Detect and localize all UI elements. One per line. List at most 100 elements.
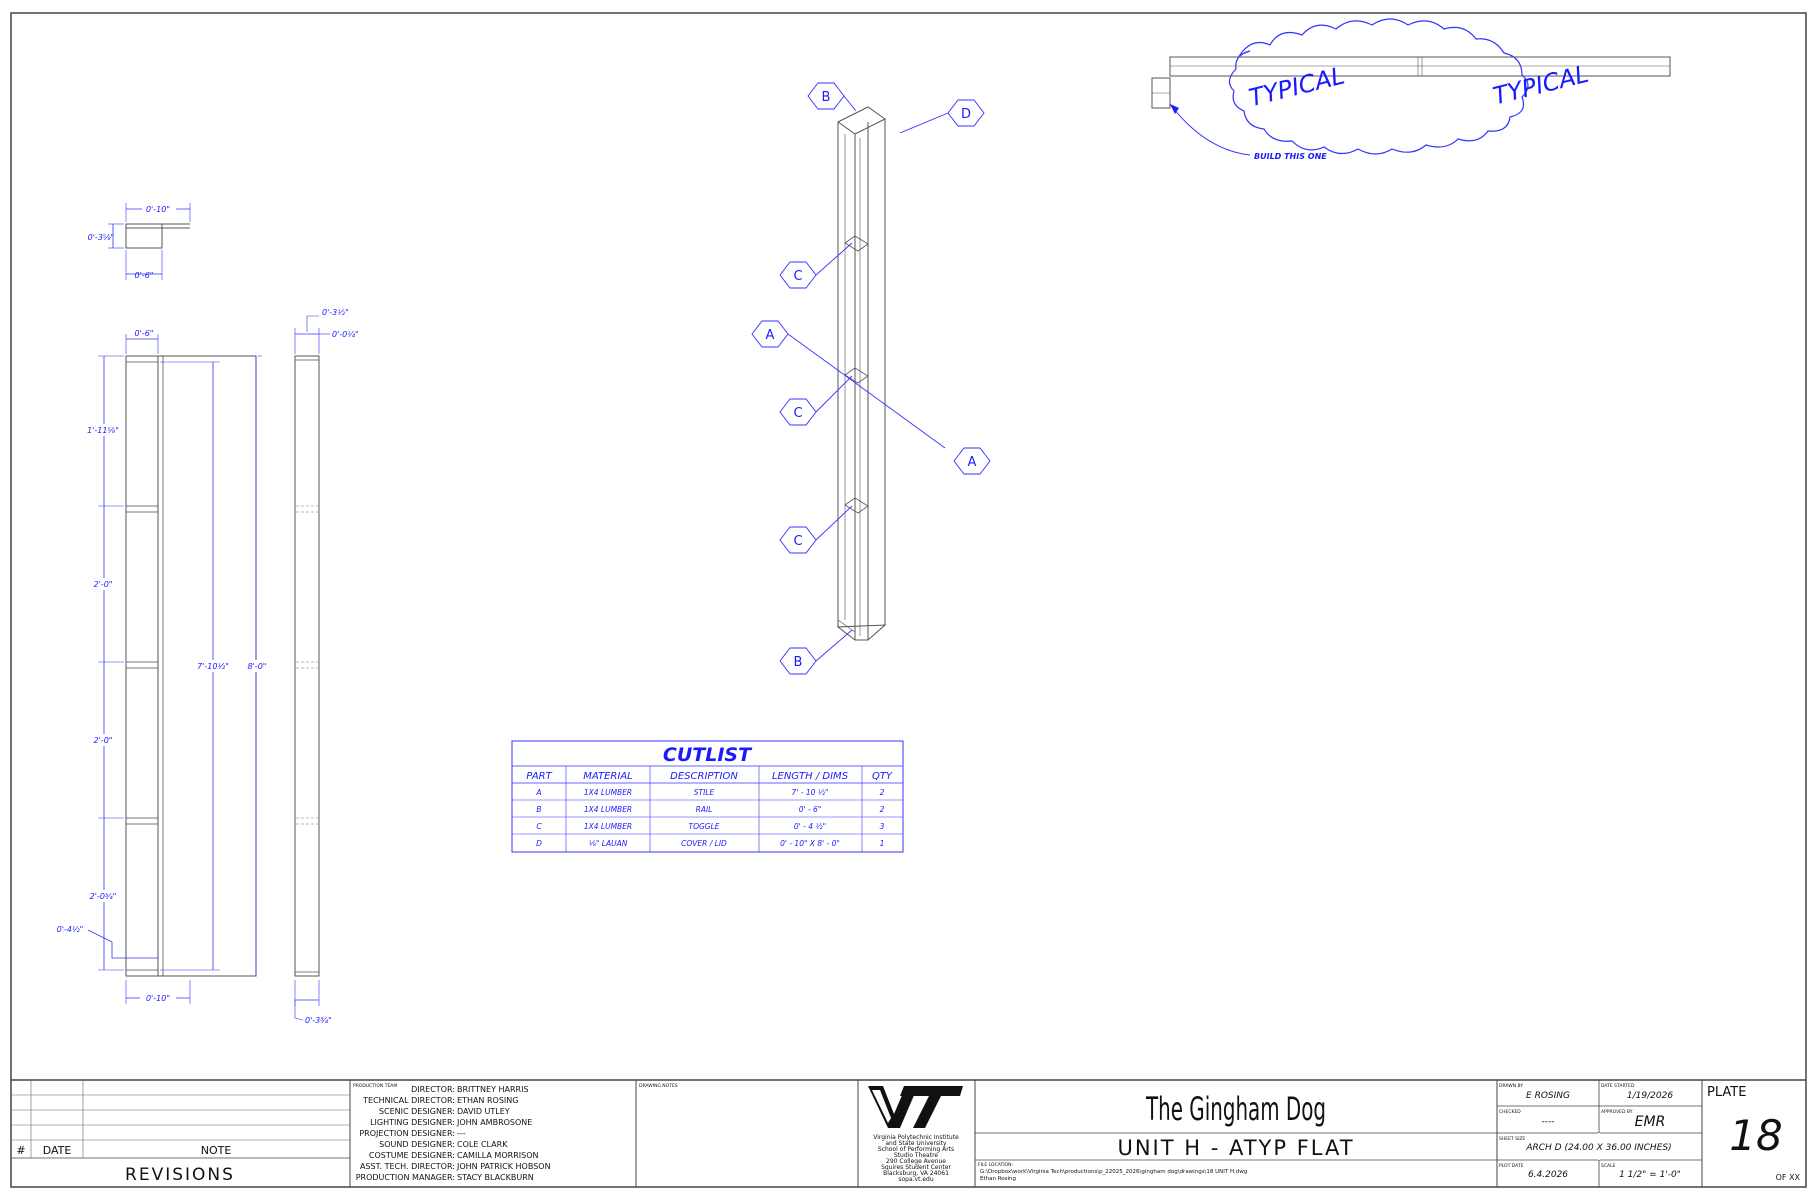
iso-callout-c2: C bbox=[793, 406, 802, 421]
school-line: sopa.vt.edu bbox=[898, 1176, 934, 1183]
cutlist-cell: 1X4 LUMBER bbox=[584, 805, 632, 814]
plate-label: PLATE bbox=[1707, 1085, 1746, 1100]
iso-callout-b-bottom: B bbox=[794, 655, 803, 670]
school-block: Virginia Polytechnic Institute and State… bbox=[868, 1080, 976, 1187]
school-line: Blacksburg, VA 24061 bbox=[883, 1170, 949, 1177]
front-elevation: 0'-6" 1'-11⁵⁄₈" 2'-0" 2'-0" 2'-0³⁄₄" 0'-… bbox=[57, 329, 274, 1004]
show-title-block: The Gingham Dog UNIT H - ATYP FLAT FILE … bbox=[975, 1080, 1498, 1187]
dim-front-bottom-rail: 0'-4¹⁄₂" bbox=[57, 925, 84, 934]
cutlist-cell: 1X4 LUMBER bbox=[584, 788, 632, 797]
cutlist-cell: 0' - 6" bbox=[799, 805, 822, 814]
cutlist-header-description: DESCRIPTION bbox=[670, 771, 738, 782]
team-name: COLE CLARK bbox=[457, 1140, 508, 1149]
plot-date-label: PLOT DATE bbox=[1499, 1163, 1524, 1169]
iso-callout-c3: C bbox=[793, 534, 802, 549]
plate-of-label: OF XX bbox=[1776, 1173, 1801, 1182]
dim-front-top: 0'-6" bbox=[135, 329, 154, 338]
checked-value: ---- bbox=[1542, 1117, 1555, 1127]
typical-label-1: TYPICAL bbox=[1246, 61, 1347, 112]
production-team-block: PRODUCTION TEAM DIRECTOR: BRITTNEY HARRI… bbox=[353, 1080, 637, 1187]
revisions-header-note: NOTE bbox=[201, 1144, 232, 1157]
plate-number: 18 bbox=[1729, 1111, 1782, 1160]
cutlist-cell: 0' - 4 ¹⁄₂" bbox=[794, 822, 826, 831]
team-role: DIRECTOR: bbox=[411, 1085, 455, 1094]
iso-callout-d: D bbox=[961, 107, 971, 122]
sheet-border bbox=[10, 12, 1807, 1188]
plan-detail: TYPICAL TYPICAL BUILD THIS ONE bbox=[1151, 18, 1671, 161]
team-role: COSTUME DESIGNER: bbox=[369, 1151, 455, 1160]
cutlist-header-part: PART bbox=[526, 771, 552, 782]
team-role: TECHNICAL DIRECTOR: bbox=[362, 1096, 455, 1105]
approved-label: APPROVED BY bbox=[1601, 1109, 1633, 1115]
sheet-size-value: ARCH D (24.00 X 36.00 INCHES) bbox=[1525, 1143, 1671, 1153]
school-line: Squires Student Center bbox=[881, 1164, 951, 1171]
revision-cloud bbox=[1228, 18, 1529, 155]
isometric-view: B D C A C A C B bbox=[751, 82, 991, 675]
cutlist-cell: 2 bbox=[880, 805, 885, 814]
cutlist-cell: 2 bbox=[880, 788, 885, 797]
team-name: --- bbox=[457, 1129, 466, 1138]
drawing-info-block: DRAWN BY E ROSING DATE STARTED 1/19/2026… bbox=[1497, 1080, 1703, 1187]
plate-block: PLATE 18 OF XX bbox=[1707, 1085, 1801, 1182]
drawn-by-value: E ROSING bbox=[1526, 1091, 1570, 1101]
team-name: ETHAN ROSING bbox=[457, 1096, 518, 1105]
iso-callout-b-top: B bbox=[822, 90, 831, 105]
vt-logo bbox=[868, 1086, 963, 1128]
plot-date-value: 6.4.2026 bbox=[1528, 1170, 1568, 1180]
dim-front-width: 0'-10" bbox=[146, 994, 170, 1003]
cutlist-cell: RAIL bbox=[696, 805, 713, 814]
cutlist-cell: COVER / LID bbox=[681, 839, 727, 848]
team-role: SOUND DESIGNER: bbox=[379, 1140, 455, 1149]
drawing-notes-label: DRAWING NOTES bbox=[639, 1083, 678, 1089]
drawn-by-label: DRAWN BY bbox=[1499, 1083, 1523, 1089]
cutlist-header-qty: QTY bbox=[872, 771, 893, 782]
drawing-notes-block: DRAWING NOTES bbox=[639, 1080, 859, 1187]
revisions-block: # DATE NOTE REVISIONS bbox=[11, 1080, 351, 1187]
typical-label-2: TYPICAL bbox=[1490, 60, 1591, 111]
cutlist-cell: 1 bbox=[880, 839, 885, 848]
school-line: School of Performing Arts bbox=[878, 1146, 954, 1153]
revisions-header-num: # bbox=[16, 1144, 25, 1157]
cutlist-cell: TOGGLE bbox=[688, 822, 719, 831]
date-started-label: DATE STARTED bbox=[1601, 1083, 1635, 1089]
drawing-title: UNIT H - ATYP FLAT bbox=[1117, 1136, 1354, 1160]
team-name: CAMILLA MORRISON bbox=[457, 1151, 538, 1160]
dim-front-seg4: 2'-0³⁄₄" bbox=[90, 892, 117, 901]
build-this-one-callout: BUILD THIS ONE bbox=[1254, 152, 1327, 161]
scale-label: SCALE bbox=[1601, 1163, 1616, 1169]
cutlist-header-length: LENGTH / DIMS bbox=[772, 771, 849, 782]
team-role: LIGHTING DESIGNER: bbox=[370, 1118, 455, 1127]
school-line: and State University bbox=[885, 1140, 947, 1147]
cutlist-title: CUTLIST bbox=[663, 744, 753, 766]
file-location-path: G:\Dropbox\work\Virginia Tech\production… bbox=[980, 1169, 1247, 1175]
revisions-header-date: DATE bbox=[43, 1144, 72, 1157]
approved-value: EMR bbox=[1635, 1114, 1666, 1130]
school-line: Virginia Polytechnic Institute bbox=[873, 1134, 959, 1141]
date-started-value: 1/19/2026 bbox=[1627, 1091, 1673, 1101]
revisions-title: REVISIONS bbox=[125, 1165, 235, 1185]
title-block: # DATE NOTE REVISIONS PRODUCTION TEAM DI… bbox=[11, 1079, 1806, 1187]
team-name: DAVID UTLEY bbox=[457, 1107, 510, 1116]
dim-front-seg2: 2'-0" bbox=[94, 580, 113, 589]
team-section-label: PRODUCTION TEAM bbox=[353, 1083, 397, 1089]
cutlist-cell: STILE bbox=[694, 788, 715, 797]
team-role: SCENIC DESIGNER: bbox=[379, 1107, 455, 1116]
iso-callout-a-right: A bbox=[968, 455, 977, 470]
team-name: STACY BLACKBURN bbox=[457, 1173, 534, 1182]
cutlist-table: CUTLIST PART MATERIAL DESCRIPTION LENGTH… bbox=[511, 740, 904, 853]
iso-callout-a-left: A bbox=[766, 328, 775, 343]
dim-top-depth: 0'-3⁵⁄₈" bbox=[88, 233, 115, 242]
dim-front-overall: 8'-0" bbox=[248, 662, 267, 671]
team-name: JOHN PATRICK HOBSON bbox=[456, 1162, 551, 1171]
dim-front-seg3: 2'-0" bbox=[94, 736, 113, 745]
team-role: PROJECTION DESIGNER: bbox=[359, 1129, 455, 1138]
dim-side-bottom: 0'-3³⁄₄" bbox=[305, 1016, 332, 1025]
team-role: PRODUCTION MANAGER: bbox=[356, 1173, 455, 1182]
team-name: JOHN AMBROSONE bbox=[456, 1118, 532, 1127]
dim-top-width: 0'-10" bbox=[146, 205, 170, 214]
cutlist-header-material: MATERIAL bbox=[583, 771, 632, 782]
cutlist-cell: D bbox=[536, 839, 542, 848]
checked-label: CHECKED bbox=[1499, 1109, 1521, 1115]
cutlist-cell: 7' - 10 ¹⁄₂" bbox=[792, 788, 829, 797]
